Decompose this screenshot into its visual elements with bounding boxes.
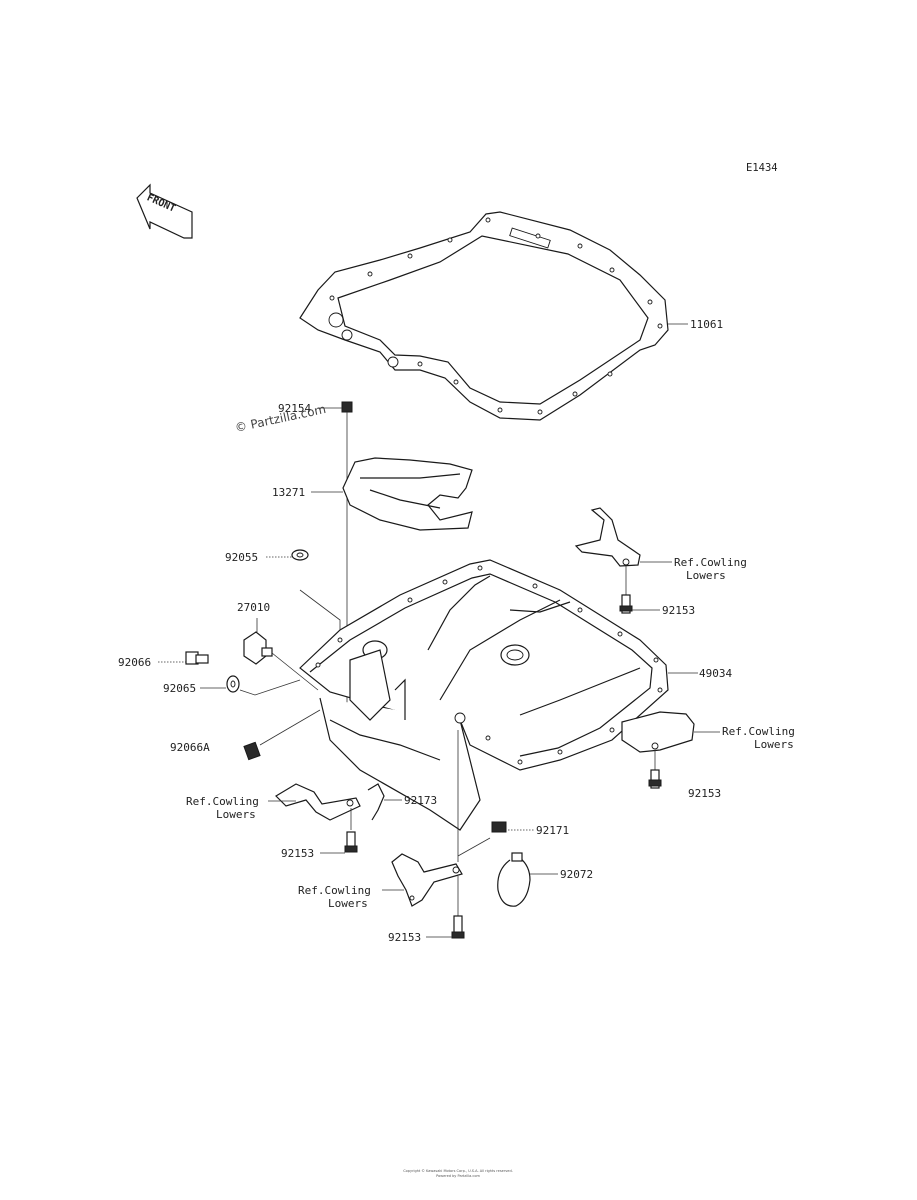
drain-plug-92066-icon (185, 651, 209, 665)
grommet-92171-icon (491, 821, 507, 833)
diagram-id: E1434 (746, 162, 778, 174)
label-11061: 11061 (690, 318, 723, 331)
label-92153-bottom: 92153 (388, 931, 421, 944)
ref-cowling-left-1: Ref.Cowling (186, 795, 259, 808)
bracket-left (275, 783, 361, 821)
label-92173: 92173 (404, 794, 437, 807)
bolt-92153-bottom-icon (451, 915, 465, 939)
ref-cowling-top-right-1: Ref.Cowling (674, 556, 747, 569)
label-92066: 92066 (118, 656, 151, 669)
footer-line-1: Copyright © Kawasaki Motors Corp., U.S.A… (403, 1169, 513, 1173)
label-92065: 92065 (163, 682, 196, 695)
bracket-right (621, 711, 695, 753)
oil-pan-gasket (299, 211, 669, 421)
ref-cowling-bottom-2: Lowers (328, 897, 368, 910)
bolt-92153-top-icon (619, 594, 633, 614)
label-92171: 92171 (536, 824, 569, 837)
footer-line-2: Powered by Partzilla.com (436, 1174, 480, 1178)
label-92153-top: 92153 (662, 604, 695, 617)
oil-pan-49034 (299, 559, 669, 831)
label-92066a: 92066A (170, 741, 210, 754)
plug-92066a-icon (243, 741, 261, 761)
bracket-top-right (574, 507, 641, 567)
label-49034: 49034 (699, 667, 732, 680)
label-92153-left: 92153 (281, 847, 314, 860)
ref-cowling-right-1: Ref.Cowling (722, 725, 795, 738)
washer-92065-icon (226, 675, 240, 693)
label-27010: 27010 (237, 601, 270, 614)
band-92072-icon (497, 852, 531, 907)
label-92055: 92055 (225, 551, 258, 564)
clip-92173-icon (367, 783, 385, 821)
ref-cowling-bottom-1: Ref.Cowling (298, 884, 371, 897)
label-92154: 92154 (278, 402, 311, 415)
oil-pressure-switch-27010-icon (243, 631, 273, 665)
bolt-92153-left-icon (344, 831, 358, 853)
ref-cowling-left-2: Lowers (216, 808, 256, 821)
label-92072: 92072 (560, 868, 593, 881)
label-13271: 13271 (272, 486, 305, 499)
ref-cowling-right-2: Lowers (754, 738, 794, 751)
label-92153-right: 92153 (688, 787, 721, 800)
front-arrow-icon: FRONT (136, 183, 193, 239)
washer-92055-icon (291, 549, 309, 561)
baffle-plate-13271 (342, 457, 473, 531)
ref-cowling-top-right-2: Lowers (686, 569, 726, 582)
bolt-92153-right-icon (648, 769, 662, 789)
bracket-bottom (391, 853, 463, 907)
